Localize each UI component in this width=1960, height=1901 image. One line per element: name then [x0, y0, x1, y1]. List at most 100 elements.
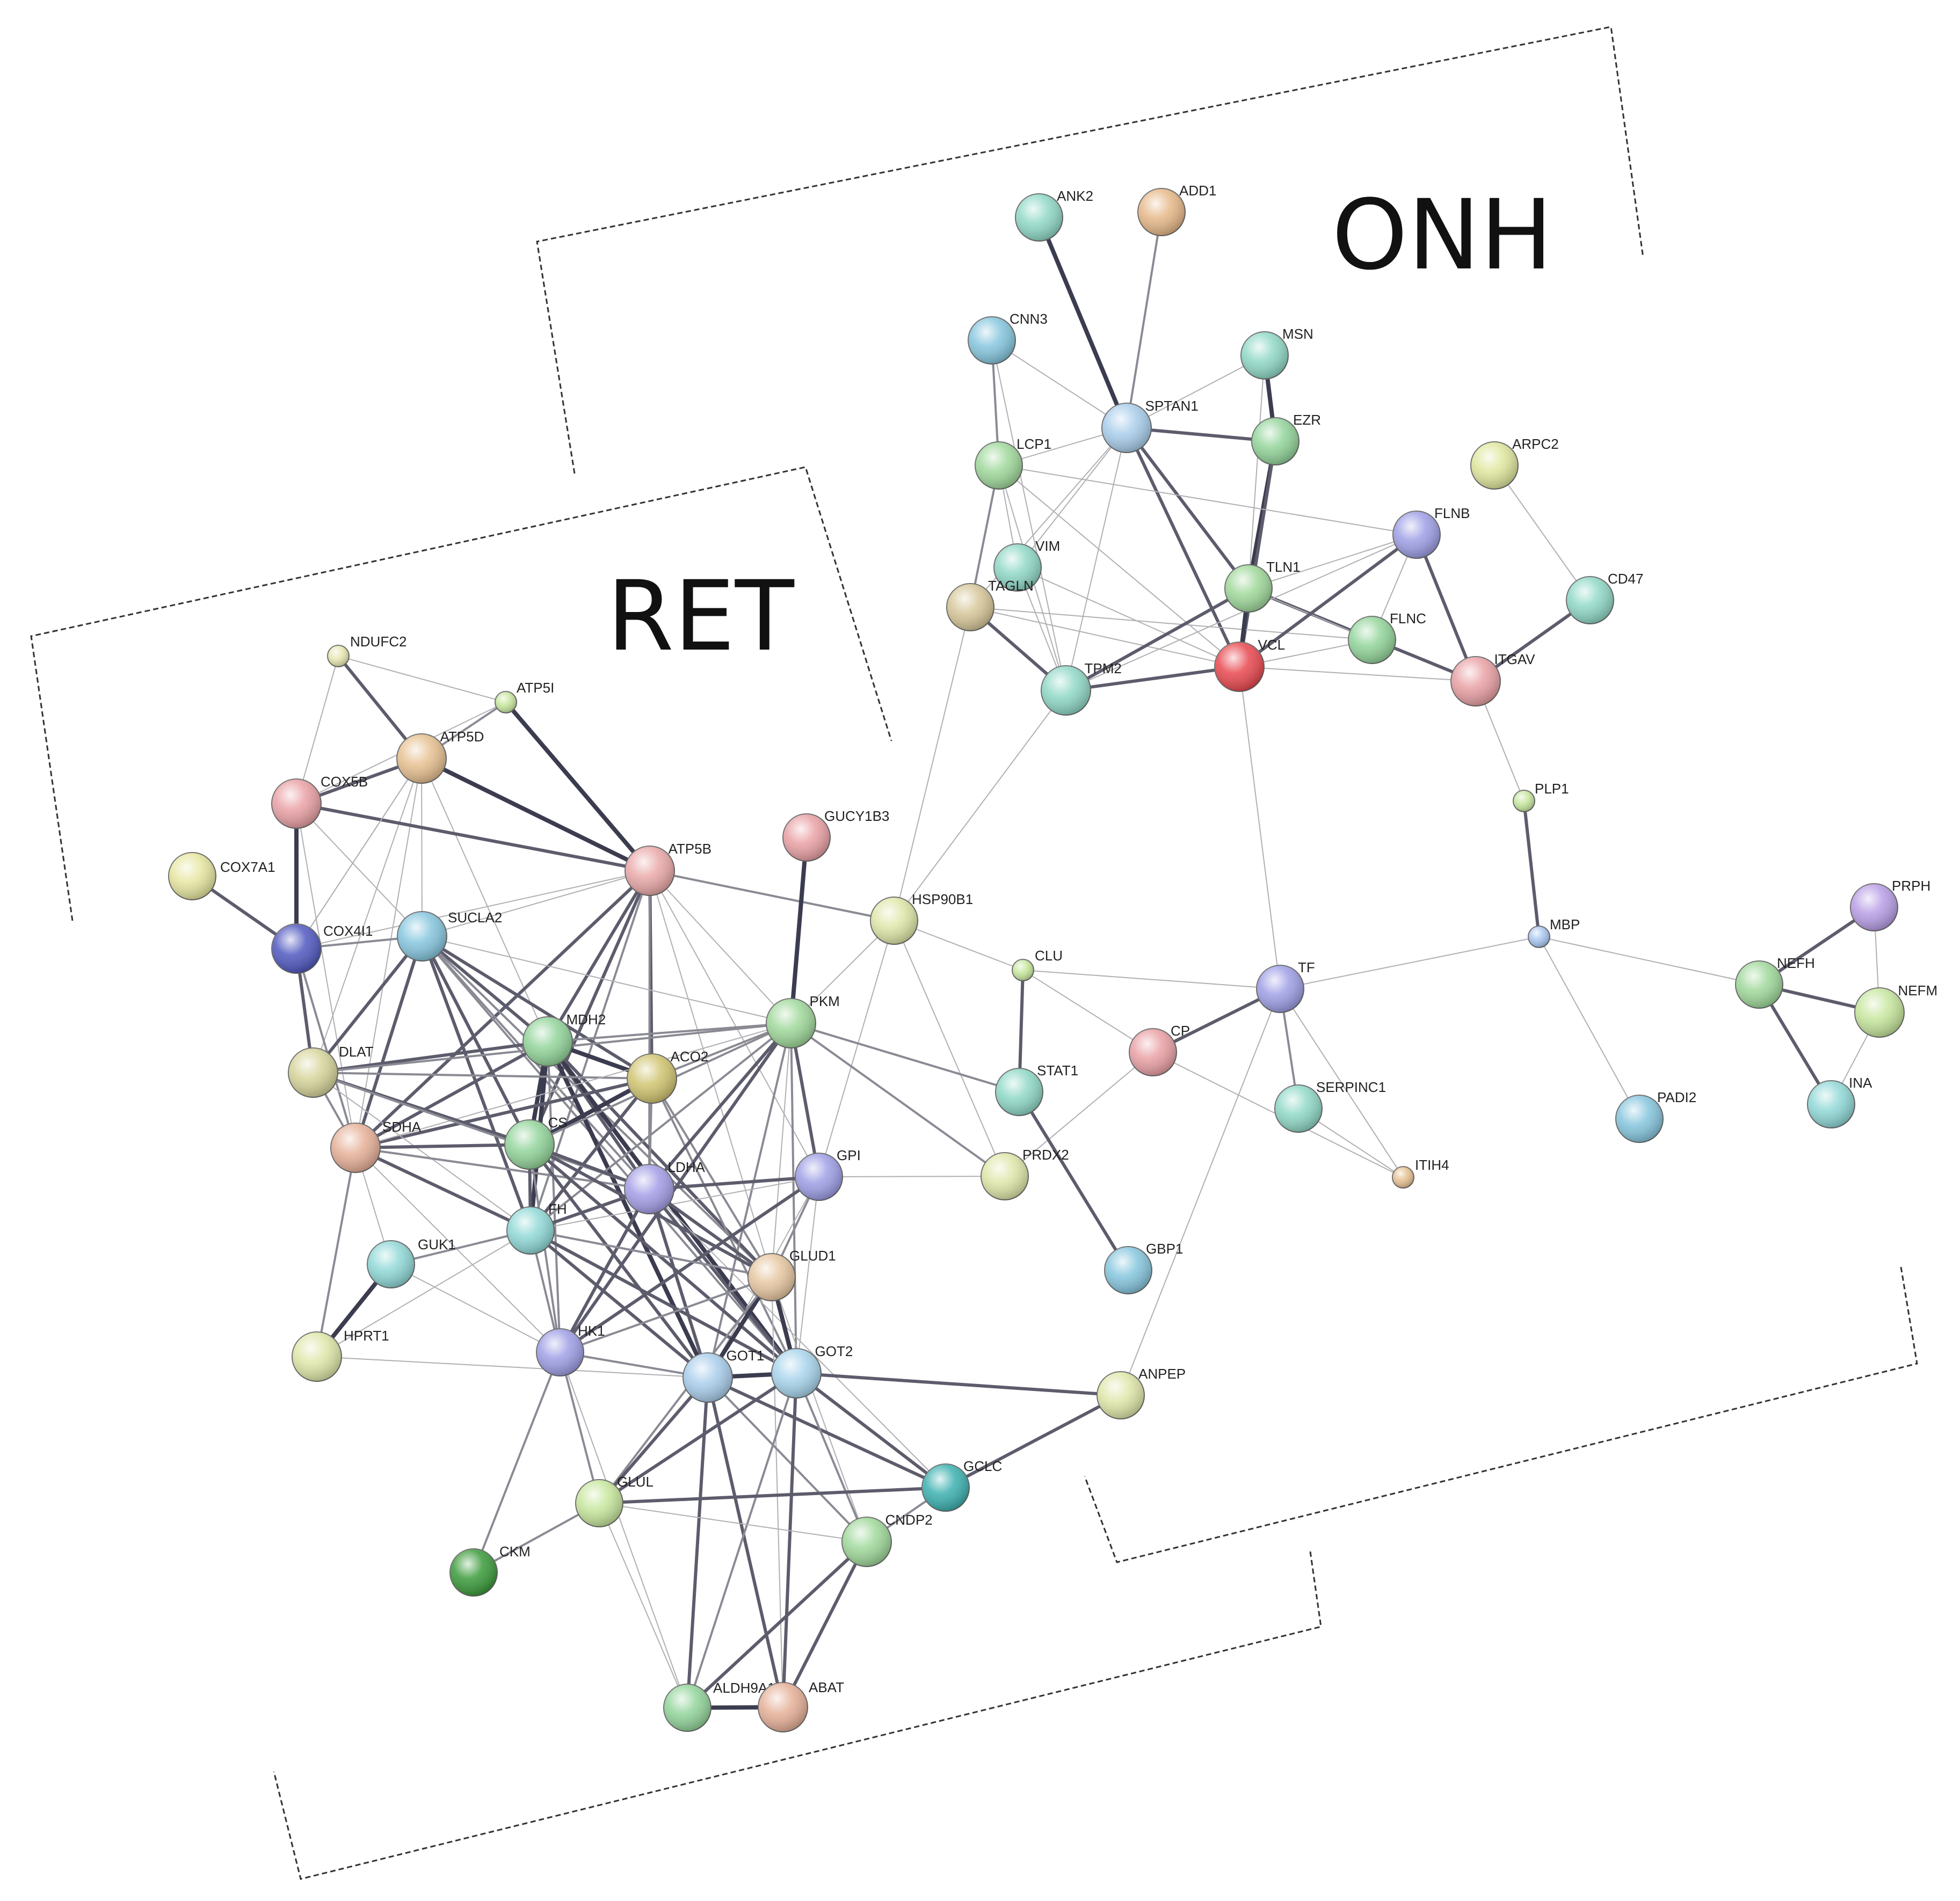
node-lcp1[interactable]: LCP1: [975, 436, 1051, 490]
node-label: CNN3: [1010, 311, 1048, 327]
node-itih4[interactable]: ITIH4: [1392, 1157, 1449, 1189]
node-ezr[interactable]: EZR: [1251, 412, 1321, 465]
node-dlat[interactable]: DLAT: [288, 1044, 374, 1098]
node-serpinc1[interactable]: SERPINC1: [1274, 1079, 1386, 1133]
node-msn[interactable]: MSN: [1240, 326, 1313, 380]
edge-glud1-glul: [598, 1276, 773, 1504]
node-got2[interactable]: GOT2: [771, 1343, 853, 1399]
node-gpi[interactable]: GPI: [795, 1147, 861, 1201]
node-nefh[interactable]: NEFH: [1735, 955, 1815, 1009]
node-flnc[interactable]: FLNC: [1348, 610, 1426, 664]
edge-sucla2-mdh2: [420, 935, 549, 1043]
node-anpep[interactable]: ANPEP: [1097, 1366, 1186, 1419]
node-tf[interactable]: TF: [1256, 959, 1315, 1013]
node-cox4i1[interactable]: COX4I1: [271, 923, 373, 974]
node-ckm[interactable]: CKM: [449, 1543, 531, 1597]
node-mdh2[interactable]: MDH2: [522, 1011, 606, 1067]
edge-got2-cndp2: [795, 1372, 868, 1543]
edge-cox4i1-atp5d: [296, 758, 422, 949]
edge-aco2-dlat: [312, 1072, 653, 1080]
node-ndufc2[interactable]: NDUFC2: [327, 633, 406, 667]
node-hsp90b1[interactable]: HSP90B1: [870, 891, 973, 945]
node-tagln[interactable]: TAGLN: [946, 578, 1034, 631]
node-abat[interactable]: ABAT: [758, 1679, 844, 1732]
node-sheen: [783, 814, 830, 861]
node-gbp1[interactable]: GBP1: [1104, 1241, 1183, 1294]
node-sheen: [1850, 884, 1898, 931]
node-got1[interactable]: GOT1: [683, 1348, 764, 1403]
node-cox7a1[interactable]: COX7A1: [168, 852, 275, 900]
node-aco2[interactable]: ACO2: [627, 1048, 708, 1104]
node-atp5d[interactable]: ATP5D: [396, 729, 484, 784]
node-cs[interactable]: CS: [504, 1115, 568, 1170]
node-sheen: [1275, 1085, 1322, 1132]
node-mbp[interactable]: MBP: [1528, 916, 1580, 948]
node-cp[interactable]: CP: [1129, 1023, 1190, 1076]
node-pkm[interactable]: PKM: [766, 993, 840, 1048]
node-sptan1[interactable]: SPTAN1: [1101, 398, 1199, 453]
node-label: CD47: [1608, 571, 1643, 587]
node-guk1[interactable]: GUK1: [367, 1236, 456, 1288]
node-sheen: [507, 1207, 554, 1254]
edge-cnn3-sptan1: [991, 340, 1127, 428]
node-sheen: [975, 442, 1022, 489]
node-nefm[interactable]: NEFM: [1854, 982, 1937, 1038]
node-sheen: [1215, 642, 1264, 691]
edge-mdh2-sdha: [354, 1040, 549, 1149]
node-gucy1b3[interactable]: GUCY1B3: [782, 808, 889, 862]
node-tln1[interactable]: TLN1: [1224, 559, 1301, 613]
node-sucla2[interactable]: SUCLA2: [397, 909, 502, 962]
node-label: PRDX2: [1022, 1147, 1069, 1163]
node-vcl[interactable]: VCL: [1214, 637, 1285, 692]
edge-atp5d-dlat: [313, 758, 422, 1073]
edge-sucla2-got2: [421, 935, 797, 1374]
node-hprt1[interactable]: HPRT1: [292, 1328, 389, 1382]
node-label: EZR: [1293, 412, 1321, 428]
node-label: ATP5B: [669, 841, 712, 857]
edge-msn-tln1: [1248, 355, 1265, 589]
node-sheen: [495, 691, 517, 713]
node-aldh9a1[interactable]: ALDH9A1: [663, 1680, 775, 1732]
node-atp5i[interactable]: ATP5I: [495, 680, 554, 713]
node-label: PLP1: [1535, 781, 1569, 797]
node-itgav[interactable]: ITGAV: [1450, 651, 1535, 706]
node-cnn3[interactable]: CNN3: [968, 311, 1048, 365]
edge-guk1-hk1: [390, 1264, 561, 1353]
node-sheen: [1566, 577, 1614, 624]
node-vim[interactable]: VIM: [993, 538, 1060, 592]
edge-lcp1-flnb: [998, 465, 1417, 535]
node-cox5b[interactable]: COX5B: [271, 774, 368, 829]
edge-mdh2-hk1: [547, 1040, 561, 1353]
node-tpm2[interactable]: TPM2: [1041, 660, 1122, 716]
node-flnb[interactable]: FLNB: [1392, 505, 1470, 559]
node-atp5b[interactable]: ATP5B: [625, 841, 712, 896]
node-fh[interactable]: FH: [506, 1201, 567, 1255]
node-stat1[interactable]: STAT1: [995, 1062, 1078, 1116]
node-ina[interactable]: INA: [1807, 1075, 1872, 1128]
node-ank2[interactable]: ANK2: [1015, 188, 1093, 242]
node-prph[interactable]: PRPH: [1850, 878, 1930, 931]
node-padi2[interactable]: PADI2: [1615, 1089, 1696, 1143]
node-label: GPI: [837, 1147, 861, 1163]
node-sheen: [1241, 332, 1288, 379]
node-plp1[interactable]: PLP1: [1513, 781, 1569, 812]
node-add1[interactable]: ADD1: [1137, 183, 1216, 236]
node-sdha[interactable]: SDHA: [330, 1119, 422, 1173]
edge-tpm2-hsp90b1: [894, 690, 1066, 921]
node-cndp2[interactable]: CNDP2: [841, 1512, 933, 1567]
node-glul[interactable]: GLUL: [575, 1474, 654, 1527]
node-clu[interactable]: CLU: [1012, 948, 1063, 981]
node-glud1[interactable]: GLUD1: [747, 1248, 836, 1301]
node-sheen: [1855, 988, 1904, 1037]
node-gclc[interactable]: GCLC: [921, 1458, 1002, 1512]
edge-atp5d-atp5b: [419, 756, 652, 873]
node-sheen: [169, 853, 216, 900]
edge-mbp-tf: [1280, 936, 1540, 989]
node-ldha[interactable]: LDHA: [624, 1159, 706, 1214]
node-prdx2[interactable]: PRDX2: [981, 1147, 1069, 1200]
node-arpc2[interactable]: ARPC2: [1470, 436, 1559, 490]
node-hk1[interactable]: HK1: [536, 1323, 605, 1376]
node-cd47[interactable]: CD47: [1566, 571, 1643, 624]
edge-got1-cndp2: [707, 1376, 868, 1543]
